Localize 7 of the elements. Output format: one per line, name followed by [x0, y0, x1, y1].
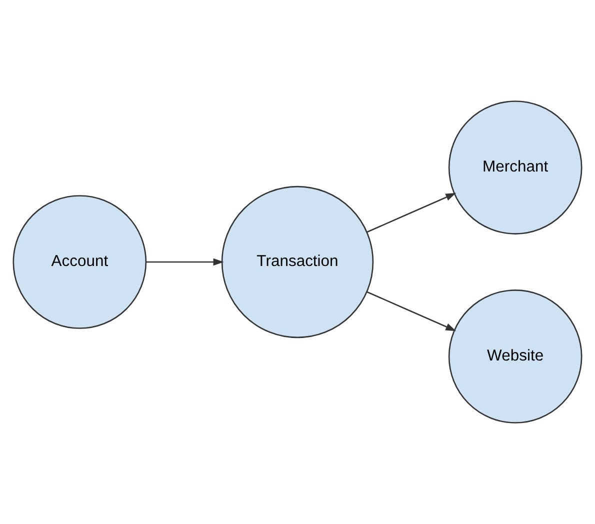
arrow	[146, 258, 224, 266]
arrow	[366, 291, 456, 332]
arrow	[366, 192, 456, 233]
node-circle: Account	[12, 195, 147, 329]
node-circle: Transaction	[221, 186, 374, 338]
node-circle: Merchant	[448, 100, 582, 234]
node-circle: Website	[448, 290, 582, 424]
